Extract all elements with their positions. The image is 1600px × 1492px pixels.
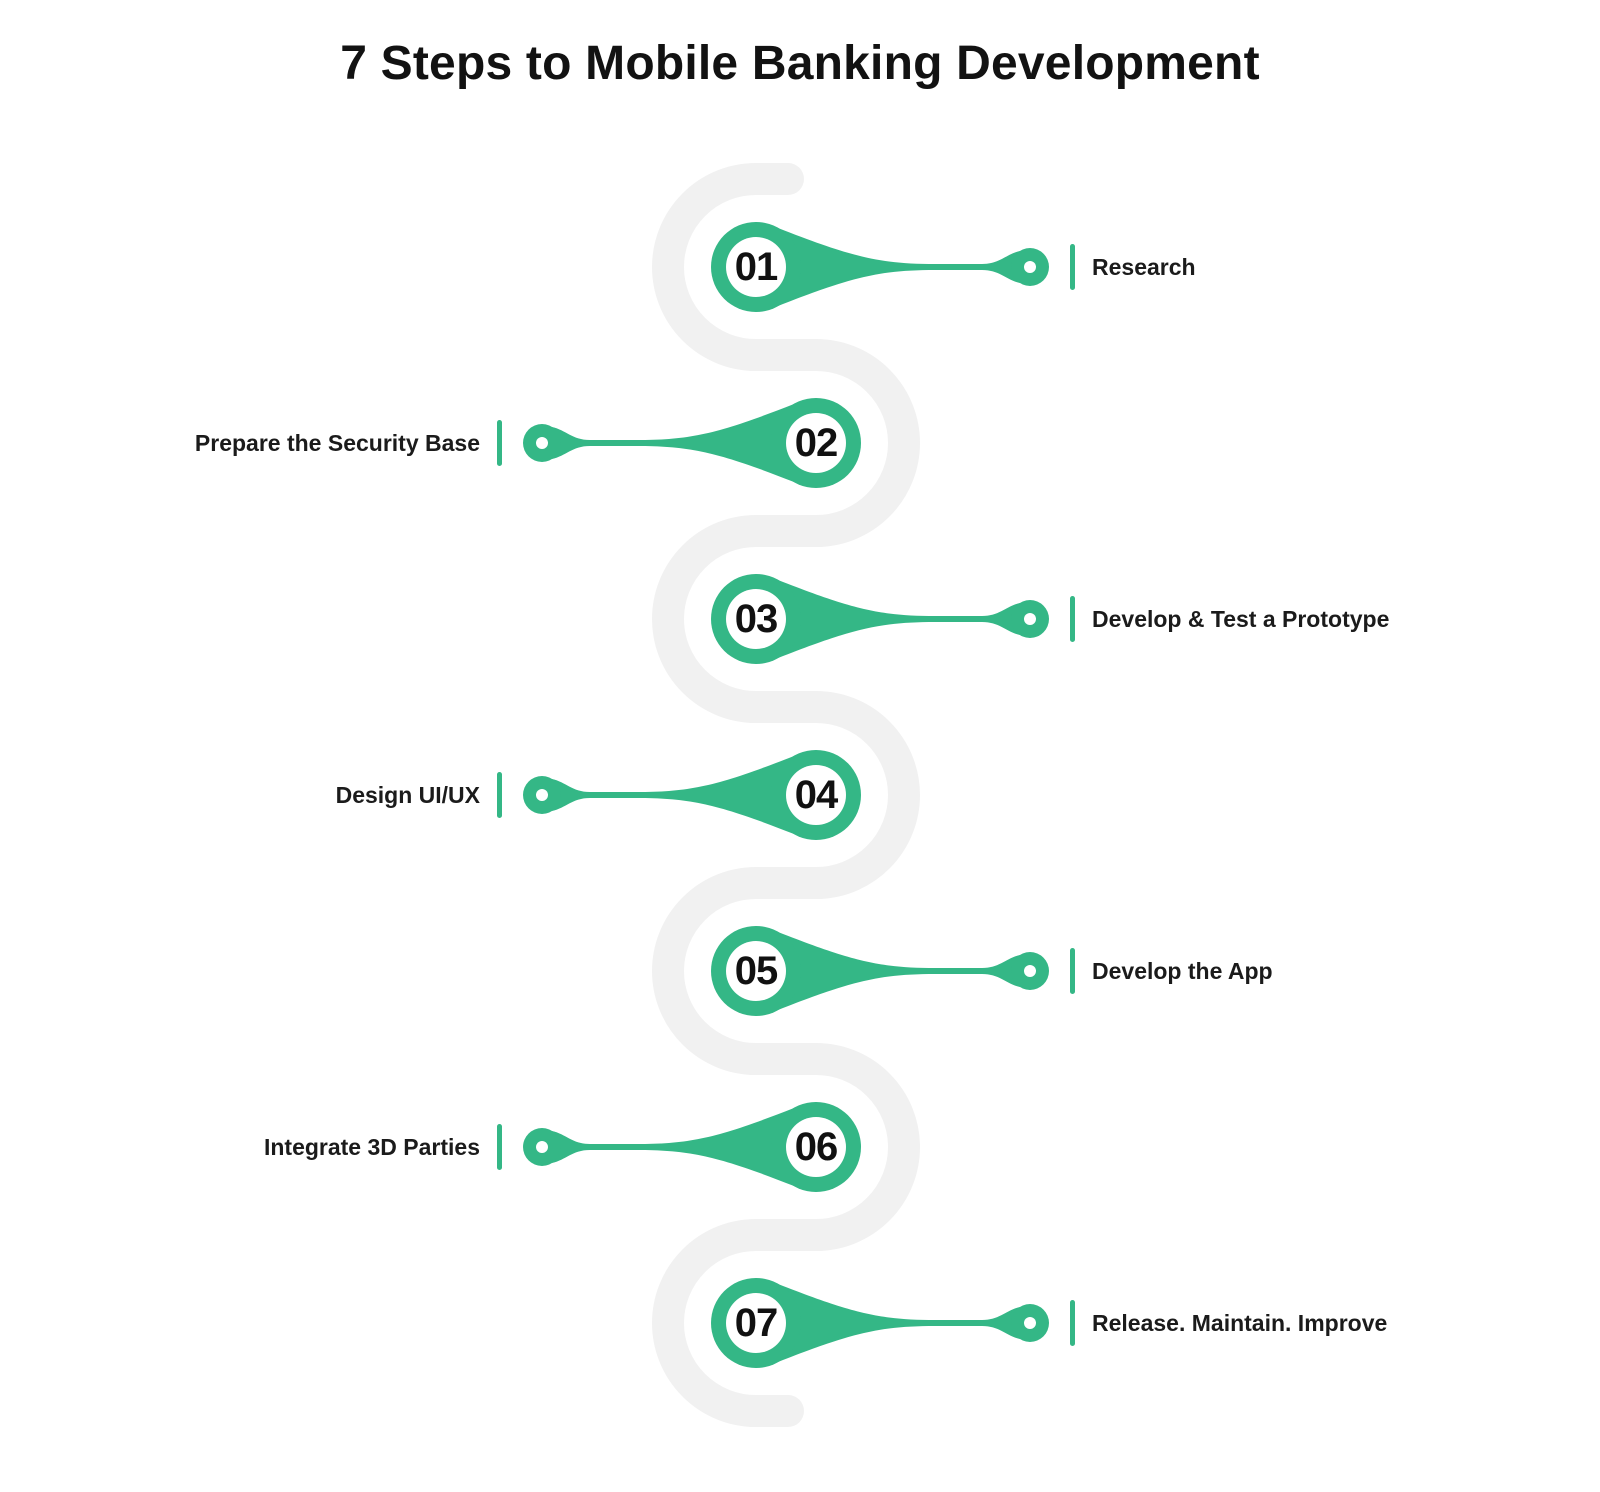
step-connector <box>523 750 861 840</box>
connector-taper <box>778 932 1020 1010</box>
step-connector <box>711 222 1049 312</box>
connector-taper <box>552 756 794 834</box>
step-connector <box>523 1102 861 1192</box>
connector-taper <box>778 580 1020 658</box>
connector-taper <box>778 1284 1020 1362</box>
end-dot-hole <box>1024 613 1036 625</box>
label-accent-bar <box>1070 1300 1075 1346</box>
step-label: Design UI/UX <box>335 782 480 808</box>
step-number: 04 <box>794 773 839 817</box>
step-ring-inner <box>726 1293 786 1353</box>
end-dot-hole <box>1024 261 1036 273</box>
step-connector <box>523 398 861 488</box>
end-dot-hole <box>1024 965 1036 977</box>
connector-taper <box>552 404 794 482</box>
page-title: 7 Steps to Mobile Banking Development <box>340 37 1260 90</box>
label-accent-bar <box>497 772 502 818</box>
step-label: Develop & Test a Prototype <box>1092 606 1390 632</box>
end-dot-hole <box>536 1141 548 1153</box>
connector-taper <box>552 1108 794 1186</box>
step-connector <box>711 574 1049 664</box>
step-number: 05 <box>734 949 779 993</box>
step-ring-inner <box>726 589 786 649</box>
step-ring-inner <box>786 413 846 473</box>
step-label: Release. Maintain. Improve <box>1092 1310 1388 1336</box>
step-number: 03 <box>734 597 779 641</box>
step-number: 07 <box>734 1301 779 1345</box>
step-label: Integrate 3D Parties <box>263 1134 480 1160</box>
step-ring-inner <box>726 237 786 297</box>
step-ring-inner <box>786 765 846 825</box>
end-dot-hole <box>1024 1317 1036 1329</box>
label-accent-bar <box>497 1124 502 1170</box>
end-dot-hole <box>536 789 548 801</box>
step-connector <box>711 1278 1049 1368</box>
step-number: 01 <box>734 245 779 289</box>
step-ring-inner <box>726 941 786 1001</box>
label-accent-bar <box>1070 244 1075 290</box>
step-label: Develop the App <box>1092 958 1273 984</box>
label-accent-bar <box>497 420 502 466</box>
end-dot-hole <box>536 437 548 449</box>
step-label: Research <box>1092 254 1196 280</box>
step-ring-inner <box>786 1117 846 1177</box>
label-accent-bar <box>1070 596 1075 642</box>
serpentine-track <box>652 163 920 1427</box>
label-accent-bar <box>1070 948 1075 994</box>
connector-taper <box>778 228 1020 306</box>
step-connector <box>711 926 1049 1016</box>
step-number: 02 <box>794 421 839 465</box>
step-number: 06 <box>794 1125 839 1169</box>
step-label: Prepare the Security Base <box>194 430 480 456</box>
